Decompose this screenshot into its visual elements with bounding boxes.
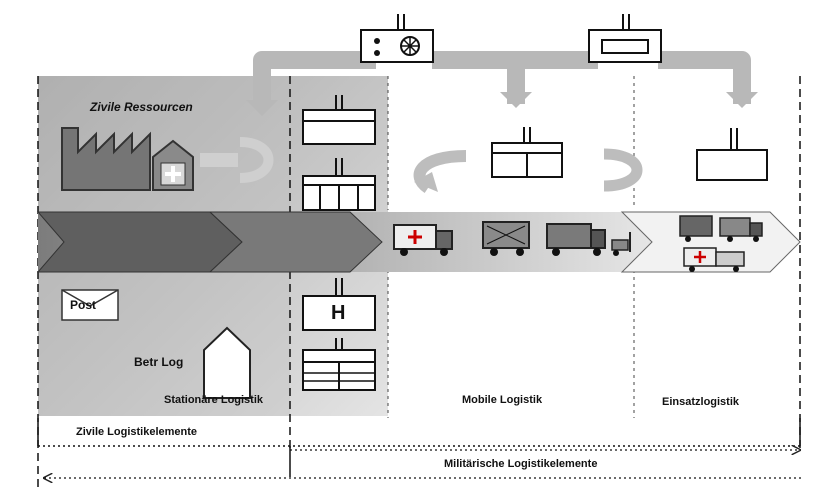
tank-box-3 [491, 127, 563, 178]
tank-box-4 [696, 128, 768, 181]
civil-resources-label: Zivile Ressourcen [90, 100, 193, 114]
tank-box-2 [302, 158, 376, 211]
control-box-left [360, 14, 434, 63]
hospital-letter: H [331, 302, 346, 324]
post-envelope-icon [61, 289, 119, 321]
truck-icon [679, 215, 763, 242]
ambulance-icon [683, 247, 745, 272]
factory-icon [61, 127, 151, 191]
betr-log-label: Betr Log [134, 355, 184, 369]
house-cross-icon [152, 139, 194, 191]
hospital-box [302, 278, 376, 331]
deployment-logistics-label: Einsatzlogistik [662, 396, 740, 408]
house-outline-icon [203, 326, 251, 399]
post-label: Post [70, 298, 97, 312]
truck-icon [482, 221, 530, 256]
ambulance-icon [393, 224, 453, 256]
forklift-icon [611, 232, 631, 256]
return-arrow-left [413, 150, 467, 193]
military-elements-label: Militärische Logistikelemente [444, 458, 598, 470]
tank-box-1 [302, 95, 376, 145]
return-arrow-right [603, 148, 643, 192]
stationary-logistics-label: Stationäre Logistik [164, 394, 264, 406]
distribution-pipe [253, 51, 751, 104]
civil-elements-label: Zivile Logistikelemente [76, 426, 198, 438]
truck-icon [546, 223, 606, 256]
mobile-logistics-label: Mobile Logistik [462, 394, 543, 406]
warehouse-box [302, 338, 376, 391]
control-box-right [588, 14, 662, 63]
